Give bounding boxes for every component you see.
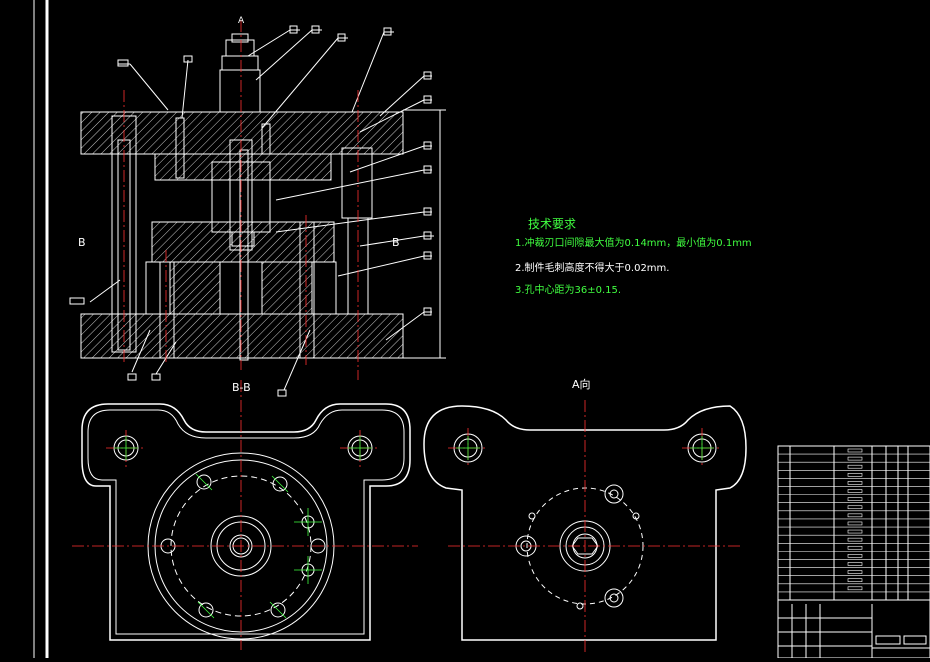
bb-plan-view: [81, 403, 411, 641]
tech-requirement-1: 1.冲裁刃口间隙最大值为0.14mm，最小值为0.1mm: [515, 238, 752, 249]
bb-green-marks: [114, 436, 372, 619]
parts-list-cell-text: [847, 473, 863, 477]
parts-list-cell-text: [847, 497, 863, 501]
tech-requirement-3: 3.孔中心距为36±0.15.: [515, 285, 622, 296]
parts-list-cell-text: [847, 513, 863, 518]
a-centerlines: [448, 400, 740, 652]
parts-list-cell-text: [847, 489, 863, 493]
parts-list-cell-text: [847, 505, 863, 510]
parts-list-cell-text: [847, 562, 863, 566]
a-green-marks: [456, 436, 714, 460]
parts-list-cell-text: [847, 554, 863, 558]
bb-centerlines: [72, 380, 418, 650]
section-marker-right: B: [392, 236, 400, 249]
parts-list-cell-text: [847, 586, 863, 591]
front-section-view: [80, 33, 446, 361]
section-marker-left: B: [78, 236, 86, 249]
parts-list-cell-text: [847, 545, 863, 550]
parts-list-cell-text: [847, 570, 863, 574]
tech-requirement-2: 2.制件毛刺高度不得大于0.02mm.: [515, 263, 670, 274]
parts-list-cell-text: [847, 464, 863, 469]
parts-list-cell-text: [847, 448, 863, 453]
tech-requirements-title: 技术要求: [528, 217, 577, 231]
parts-list-rows: [778, 448, 930, 593]
drawing-border: [33, 0, 49, 658]
a-view-title: A向: [572, 378, 591, 391]
parts-list-cell-text: [847, 521, 863, 526]
a-arrow-label: A: [238, 16, 245, 26]
parts-list-cell-text: [847, 456, 863, 461]
parts-list-cell-text: [847, 529, 863, 534]
balloon-tags: [69, 25, 432, 397]
parts-list-table: [777, 445, 930, 659]
title-block: [778, 604, 930, 658]
parts-list-cell-text: [847, 578, 863, 582]
parts-list-cell-text: [847, 537, 863, 542]
bb-view-title: B-B: [232, 381, 251, 394]
parts-list-cell-text: [847, 481, 863, 485]
centerlines-front: [123, 20, 359, 380]
